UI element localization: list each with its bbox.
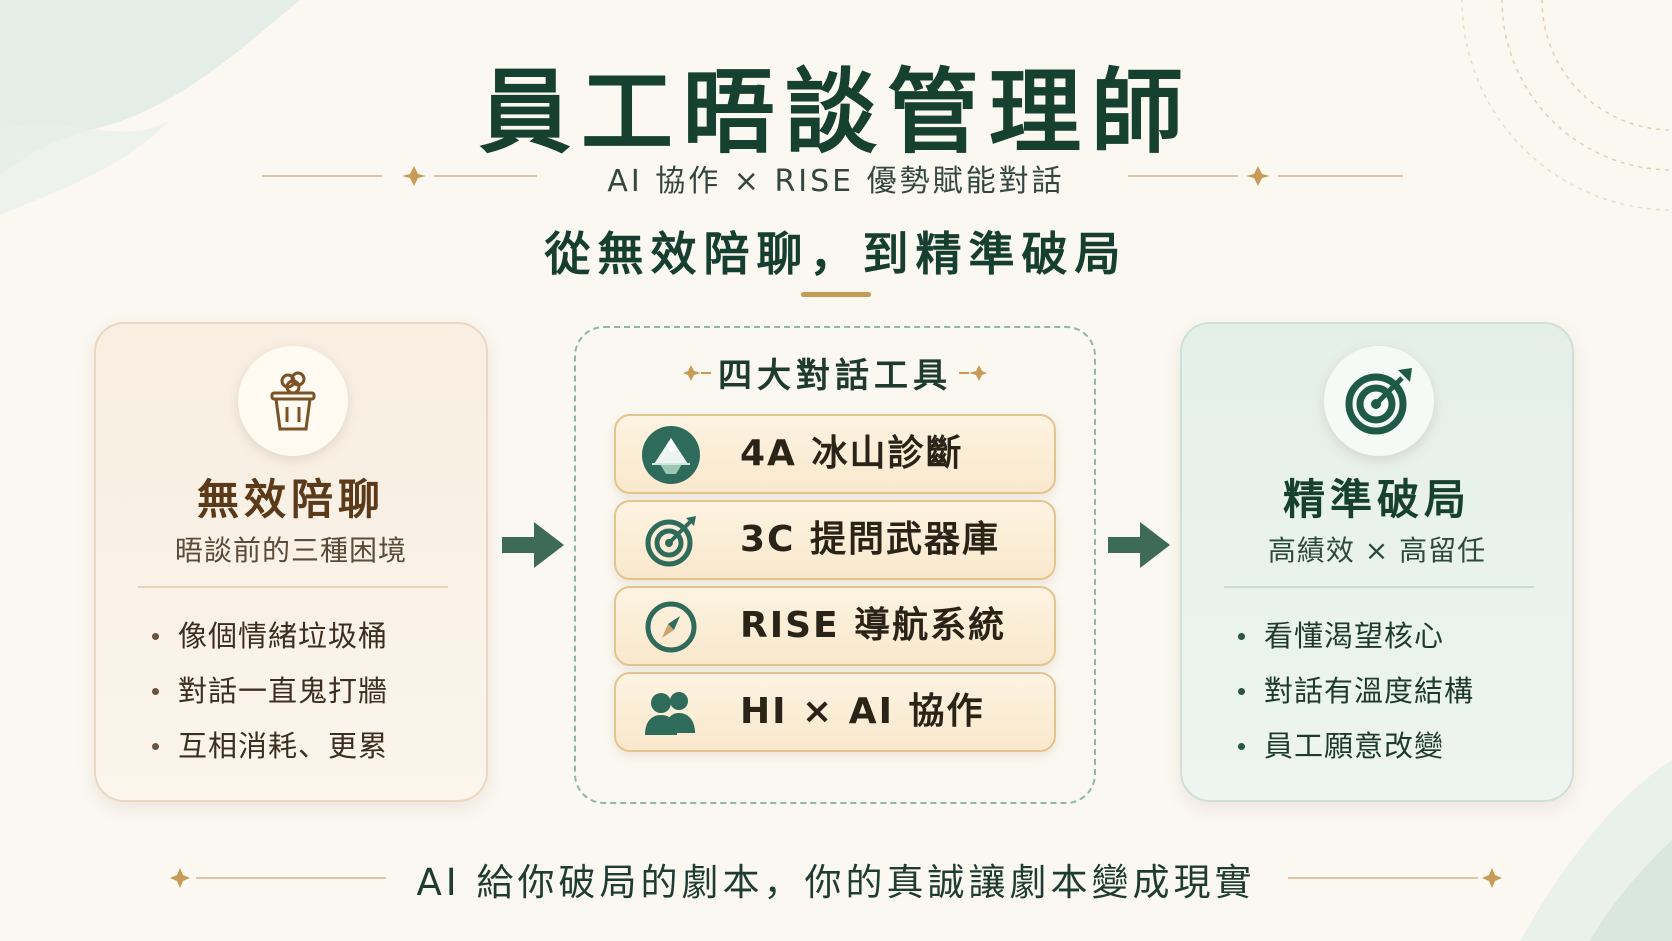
tool-label: 4A 冰山診斷 bbox=[740, 433, 964, 474]
left-ornament-line bbox=[262, 166, 537, 186]
divider bbox=[1224, 586, 1534, 588]
divider bbox=[138, 586, 448, 588]
tool-question-library: 3C 提問武器庫 bbox=[614, 500, 1056, 580]
right-arrow-icon bbox=[502, 522, 564, 568]
tool-rise-navigation: RISE 導航系統 bbox=[614, 586, 1056, 666]
sparkle-icon bbox=[959, 364, 988, 381]
problem-list: 像個情緒垃圾桶 對話一直鬼打牆 互相消耗、更累 bbox=[152, 609, 472, 774]
compass-icon bbox=[642, 598, 700, 656]
tools-title: 四大對話工具 bbox=[718, 356, 952, 396]
page-subtitle: AI 協作 × RISE 優勢賦能對話 bbox=[607, 164, 1065, 199]
target-arrow-icon bbox=[1324, 346, 1434, 456]
right-arrow-icon bbox=[1108, 522, 1170, 568]
problem-card-title: 無效陪聊 bbox=[196, 475, 385, 524]
trash-bin-icon bbox=[238, 346, 348, 456]
list-item: 對話一直鬼打牆 bbox=[152, 664, 472, 719]
tool-label: HI × AI 協作 bbox=[740, 691, 985, 732]
problem-card-subtitle: 晤談前的三種困境 bbox=[174, 534, 407, 567]
target-icon bbox=[642, 512, 700, 570]
solution-card: 精準破局 高績效 × 高留任 看懂渴望核心 對話有溫度結構 員工願意改變 bbox=[1180, 322, 1574, 802]
list-item: 對話有溫度結構 bbox=[1238, 664, 1558, 719]
tools-header: 四大對話工具 bbox=[576, 348, 1094, 396]
tagline: 從無效陪聊，到精準破局 bbox=[544, 227, 1128, 281]
list-item: 像個情緒垃圾桶 bbox=[152, 609, 472, 664]
list-item: 互相消耗、更累 bbox=[152, 719, 472, 774]
tool-hi-ai-collaboration: HI × AI 協作 bbox=[614, 672, 1056, 752]
footer-row: AI 給你破局的劇本，你的真誠讓劇本變成現實 bbox=[0, 852, 1672, 904]
solution-list: 看懂渴望核心 對話有溫度結構 員工願意改變 bbox=[1238, 609, 1558, 774]
right-ornament-line bbox=[1288, 868, 1502, 888]
tool-label: 3C 提問武器庫 bbox=[740, 519, 1001, 560]
tool-iceberg-diagnosis: 4A 冰山診斷 bbox=[614, 414, 1056, 494]
left-ornament-line bbox=[170, 868, 386, 888]
subtitle-row: AI 協作 × RISE 優勢賦能對話 bbox=[0, 156, 1672, 199]
page-title: 員工晤談管理師 bbox=[478, 58, 1193, 166]
solution-card-title: 精準破局 bbox=[1282, 475, 1471, 524]
iceberg-mountain-icon bbox=[642, 426, 700, 484]
footer-quote: AI 給你破局的劇本，你的真誠讓劇本變成現實 bbox=[416, 861, 1256, 904]
sparkle-icon bbox=[682, 364, 711, 381]
tool-label: RISE 導航系統 bbox=[740, 605, 1007, 646]
tools-panel: 四大對話工具 4A 冰山診斷 3C 提問武器庫 bbox=[574, 326, 1096, 804]
problem-card: 無效陪聊 晤談前的三種困境 像個情緒垃圾桶 對話一直鬼打牆 互相消耗、更累 bbox=[94, 322, 488, 802]
people-icon bbox=[642, 684, 700, 742]
right-ornament-line bbox=[1128, 166, 1403, 186]
solution-card-subtitle: 高績效 × 高留任 bbox=[1267, 534, 1487, 567]
list-item: 員工願意改變 bbox=[1238, 719, 1558, 774]
list-item: 看懂渴望核心 bbox=[1238, 609, 1558, 664]
tagline-underline bbox=[801, 292, 871, 297]
